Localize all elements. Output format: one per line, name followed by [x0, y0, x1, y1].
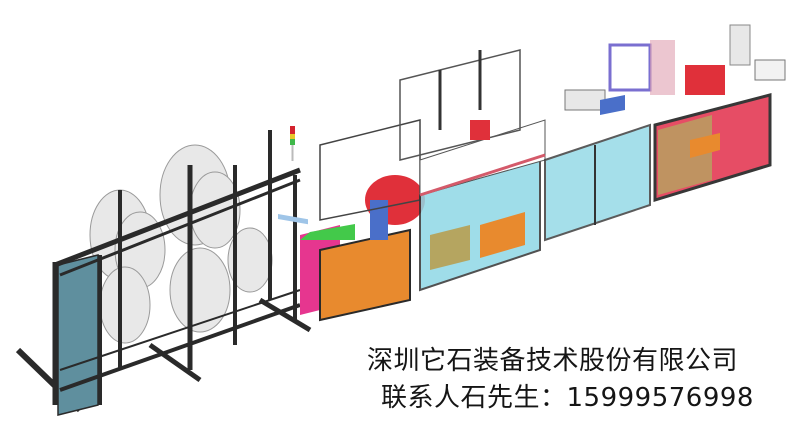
unwind-reel-frame	[15, 130, 312, 416]
signal-tower	[278, 126, 308, 225]
transfer-station	[544, 89, 651, 242]
company-name: 深圳它石装备技术股份有限公司	[367, 346, 739, 376]
welding-station	[399, 49, 546, 292]
contact-line: 联系人石先生：15999576998	[381, 383, 754, 413]
contact-caption: 深圳它石装备技术股份有限公司 联系人石先生：15999576998	[367, 343, 767, 417]
reel-discs	[89, 144, 273, 344]
ear-loop-station	[608, 24, 786, 203]
forming-station	[300, 119, 425, 322]
